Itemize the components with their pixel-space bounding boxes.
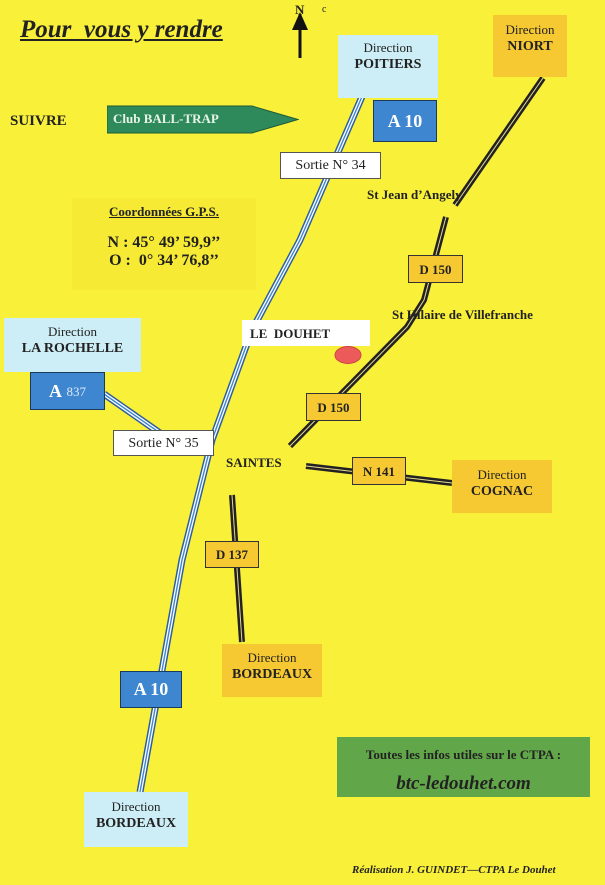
page-title: Pour vous y rendre [20,16,223,43]
direction-city: NIORT [507,39,553,54]
follow-label: SUIVRE [10,113,67,129]
d150-sign-bottom: D 150 [306,393,361,421]
gps-coordinates: Coordonnées G.P.S. N : 45° 49’ 59,9’’ O … [72,198,256,290]
direction-label: Direction [505,22,555,37]
direction-city: BORDEAUX [231,667,313,682]
direction-cognac: Direction COGNAC [452,460,552,513]
gps-west: O : 0° 34’ 76,8’’ [109,252,219,269]
direction-poitiers: Direction POITIERS [338,35,438,98]
a837-number: 837 [66,383,87,399]
direction-label: Direction [111,799,161,814]
north-arrow-icon [292,12,308,58]
direction-label: Direction [363,40,413,55]
direction-city: BORDEAUX [95,816,177,831]
direction-label: Direction [47,324,98,339]
direction-label: Direction [477,467,527,482]
exit-34-sign: Sortie N° 34 [280,152,381,179]
credit: Réalisation J. GUINDET—CTPA Le Douhet [352,864,556,876]
direction-city: LA ROCHELLE [21,341,124,356]
d150-sign-top: D 150 [408,255,463,283]
green-arrow-icon [107,105,299,134]
le-douhet-marker [334,346,362,364]
n141-sign: N 141 [352,457,406,485]
direction-bordeaux-d137: Direction BORDEAUX [222,644,322,697]
club-ball-trap-sign: Club BALL-TRAP [107,105,299,134]
place-st-jean-d-angely: St Jean d’Angely [367,187,462,202]
club-ball-trap-label: Club BALL-TRAP [113,111,219,126]
le-douhet-label: LE DOUHET [242,320,370,346]
a10-sign-top: A 10 [373,100,437,142]
info-box: Toutes les infos utiles sur le CTPA : bt… [337,737,590,797]
direction-bordeaux-a10: Direction BORDEAUX [84,792,188,847]
direction-niort: Direction NIORT [493,15,567,77]
website-link[interactable]: btc-ledouhet.com [396,773,531,794]
compass-north-label: N [295,2,305,17]
place-saintes: SAINTES [226,455,282,470]
a837-sign: A 837 [30,372,105,410]
gps-north: N : 45° 49’ 59,9’’ [107,234,221,251]
a10-sign-bottom: A 10 [120,671,182,708]
info-line: Toutes les infos utiles sur le CTPA : [365,747,562,762]
a837-letter: A [49,380,62,401]
place-st-hilaire-de-villefranche: St Hilaire de Villefranche [392,307,533,322]
compass-extra-label: c [322,4,327,15]
black-roads [229,76,546,643]
direction-city: POITIERS [354,57,422,72]
gps-heading: Coordonnées G.P.S. [108,204,220,219]
direction-label: Direction [247,650,297,665]
le-douhet-text: LE DOUHET [250,325,331,341]
a10-motorway [136,90,368,793]
direction-city: COGNAC [470,484,534,499]
exit-35-sign: Sortie N° 35 [113,430,214,456]
direction-la-rochelle: Direction LA ROCHELLE [4,318,141,372]
d137-sign: D 137 [205,541,259,568]
